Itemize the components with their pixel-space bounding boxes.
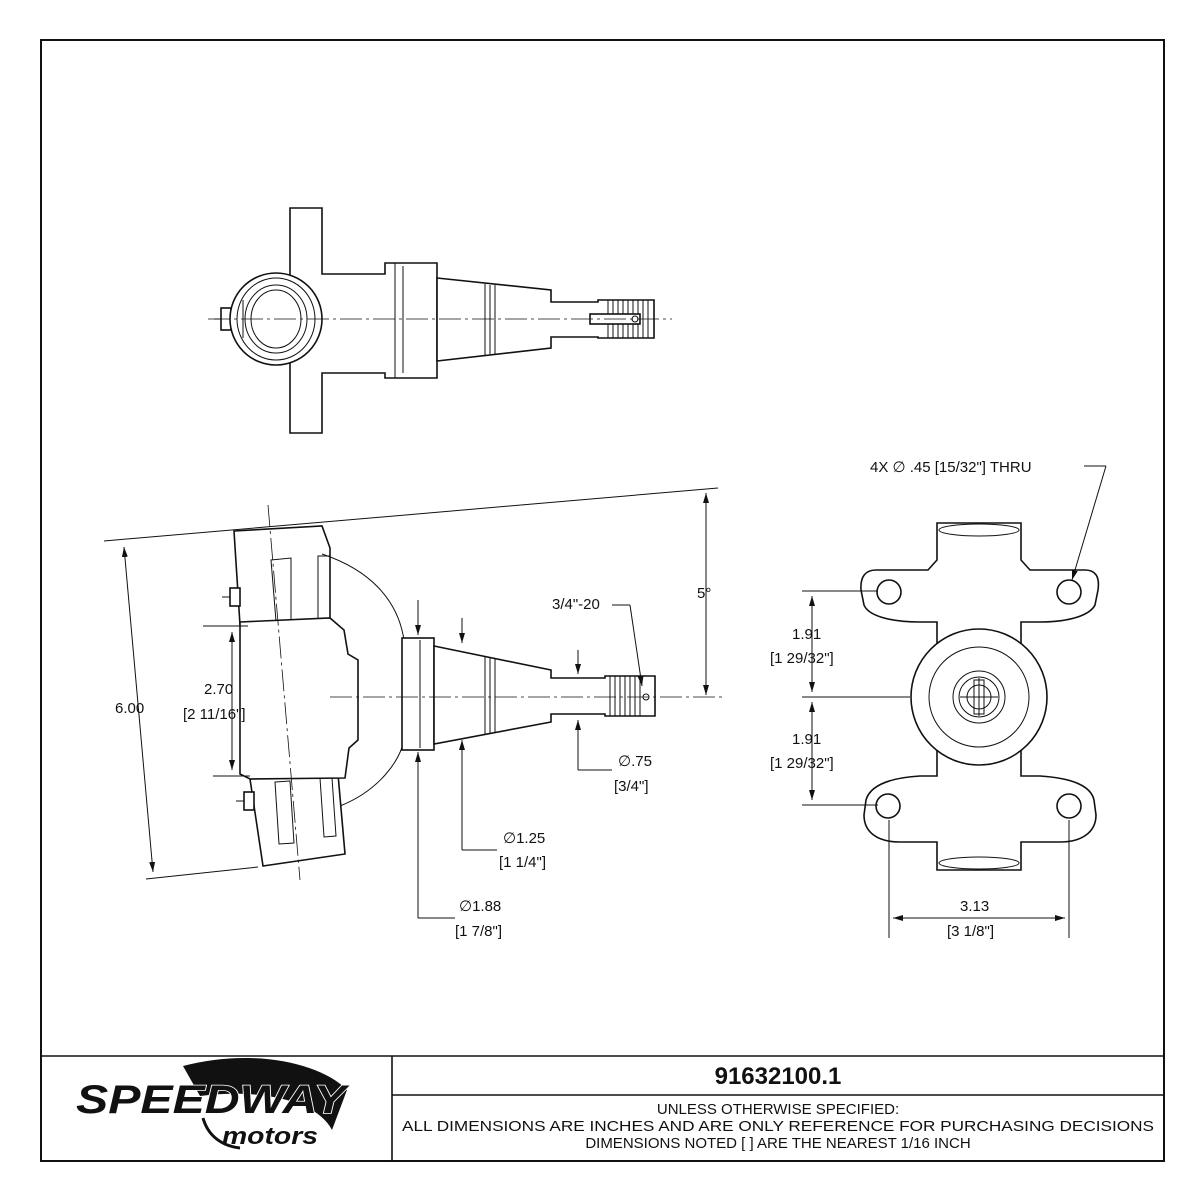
- logo-brand: SPEEDWAY: [76, 1078, 350, 1122]
- sheet-border: [40, 39, 1165, 1162]
- dim-dia-188: ∅1.88: [459, 898, 501, 915]
- part-number: 91632100.1: [715, 1063, 842, 1090]
- dim-height-total: 6.00: [115, 700, 144, 717]
- side-thread-hatch: [609, 676, 641, 716]
- dim-hole-note: 4X ∅ .45 [15/32"] THRU: [870, 459, 1032, 476]
- dim-upper-191-frac: [1 29/32"]: [770, 650, 834, 667]
- dim-dia-075: ∅.75: [618, 753, 652, 770]
- dimension-labels: 6.00 2.70 [2 11/16"] 5° 3/4"-20 ∅.75 [3/…: [115, 459, 1032, 940]
- speedway-logo: SPEEDWAY motors: [75, 1057, 351, 1150]
- dim-angle: 5°: [697, 585, 711, 602]
- dim-spindle-gap-frac: [2 11/16"]: [183, 706, 246, 723]
- top-view: [208, 207, 672, 434]
- logo-sub: motors: [222, 1123, 318, 1150]
- dim-thread: 3/4"-20: [552, 596, 600, 613]
- note-line-1: UNLESS OTHERWISE SPECIFIED:: [657, 1101, 899, 1118]
- note-line-3: DIMENSIONS NOTED [ ] ARE THE NEAREST 1/1…: [585, 1135, 970, 1152]
- front-view: [802, 465, 1107, 938]
- dim-spindle-gap: 2.70: [204, 681, 233, 698]
- title-block: SPEEDWAY motors 91632100.1 UNLESS OTHERW…: [41, 1055, 1164, 1161]
- dim-dia-125: ∅1.25: [503, 830, 545, 847]
- note-line-2: ALL DIMENSIONS ARE INCHES AND ARE ONLY R…: [402, 1118, 1154, 1135]
- dim-lower-191: 1.91: [792, 731, 821, 748]
- dim-width-313-frac: [3 1/8"]: [947, 923, 994, 940]
- dim-dia-188-frac: [1 7/8"]: [455, 923, 502, 940]
- dim-lower-191-frac: [1 29/32"]: [770, 755, 834, 772]
- side-view: [103, 487, 724, 919]
- dim-dia-075-frac: [3/4"]: [614, 778, 649, 795]
- dim-dia-125-frac: [1 1/4"]: [499, 854, 546, 871]
- dim-upper-191: 1.91: [792, 626, 821, 643]
- dim-width-313: 3.13: [960, 898, 989, 915]
